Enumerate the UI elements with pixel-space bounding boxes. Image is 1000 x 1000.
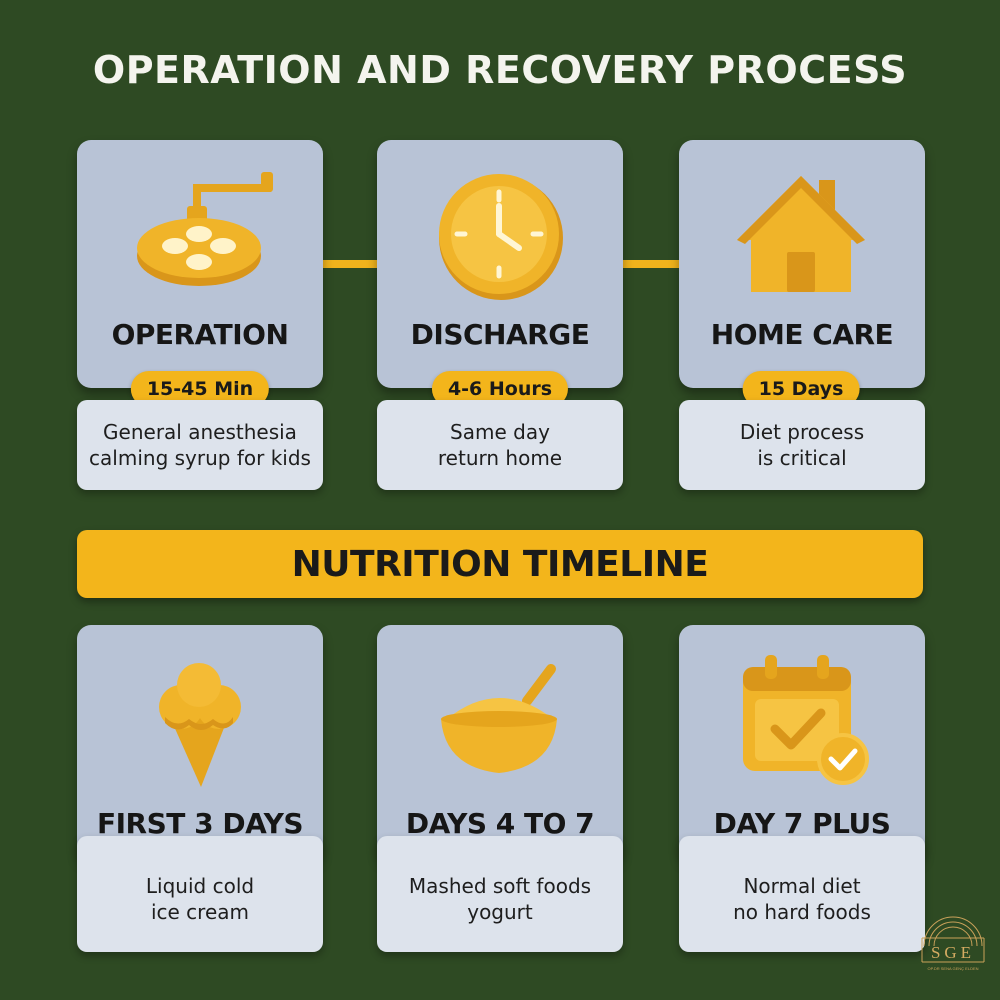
step-description: Same day return home [377,400,623,490]
calendar-check-icon [743,655,869,785]
clock-icon [439,174,563,300]
step-description: Normal diet no hard foods [679,836,925,952]
description-line: no hard foods [733,900,871,924]
description-line: Same day [450,420,550,444]
logo-letters: SGE [931,943,975,962]
house-icon [737,176,865,292]
step-label: DAYS 4 TO 7 [405,807,595,840]
step-label: DISCHARGE [410,318,590,351]
step-description: Mashed soft foods yogurt [377,836,623,952]
step-description: Diet process is critical [679,400,925,490]
step-label: DAY 7 PLUS [713,807,891,840]
description-line: calming syrup for kids [89,446,311,470]
description-line: return home [437,446,563,470]
connector-line [322,260,378,268]
process-card-discharge: DISCHARGE [377,140,623,388]
logo-subtitle: OP.DR SENA GENÇ ELDEN [927,966,978,971]
sge-logo: SGE OP.DR SENA GENÇ ELDEN [921,916,985,971]
description-line: ice cream [150,900,250,924]
step-label: FIRST 3 DAYS [96,807,304,840]
ice-cream-icon [159,663,241,787]
bowl-icon [441,664,557,773]
step-description: General anesthesia calming syrup for kid… [77,400,323,490]
step-label: OPERATION [111,318,289,351]
connector-line [622,260,680,268]
nutrition-card-day-7-plus: DAY 7 PLUS [679,625,925,861]
description-line: Diet process [739,420,865,444]
step-description: Liquid cold ice cream [77,836,323,952]
description-line: is critical [757,446,847,470]
description-line: Liquid cold [145,874,255,898]
step-label: HOME CARE [710,318,894,351]
nutrition-card-first-3-days: FIRST 3 DAYS [77,625,323,861]
process-card-operation: OPERATION [77,140,323,388]
nutrition-card-days-4-to-7: DAYS 4 TO 7 [377,625,623,861]
description-line: Mashed soft foods [408,874,592,898]
process-card-home-care: HOME CARE [679,140,925,388]
nutrition-timeline-banner: NUTRITION TIMELINE [77,530,923,598]
description-line: Normal diet [743,874,861,898]
description-line: General anesthesia [103,420,297,444]
page-title: OPERATION AND RECOVERY PROCESS [92,48,908,92]
surgical-lamp-icon [137,172,273,286]
description-line: yogurt [467,900,533,924]
